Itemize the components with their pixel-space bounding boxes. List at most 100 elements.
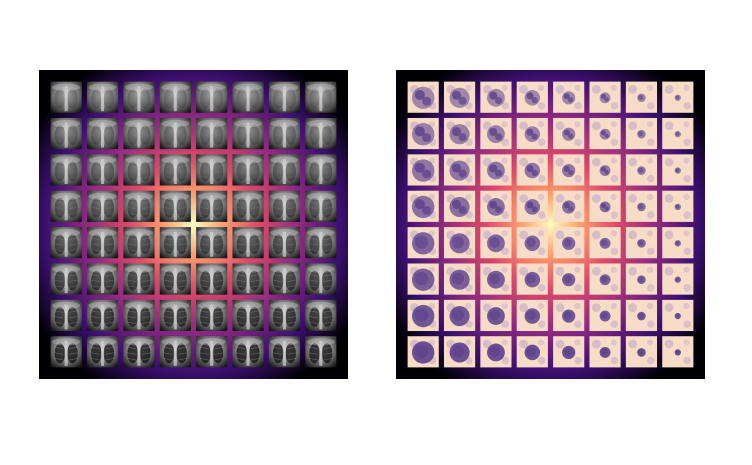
- thumbnail-tile: [123, 154, 155, 186]
- thumbnail-tile: [268, 336, 301, 368]
- thumbnail-tile: [662, 117, 694, 150]
- thumbnail-tile: [305, 190, 337, 222]
- thumbnail-tile: [232, 81, 264, 113]
- thumbnail-tile: [516, 117, 548, 150]
- thumbnail-tile: [305, 117, 337, 150]
- thumbnail-tile: [589, 263, 621, 295]
- cell-thumbnail-grid: [396, 70, 705, 379]
- thumbnail-tile: [86, 190, 119, 222]
- thumbnail-tile: [480, 263, 512, 295]
- thumbnail-tile: [553, 117, 585, 150]
- thumbnail-tile: [50, 263, 82, 295]
- thumbnail-tile: [553, 299, 585, 332]
- thumbnail-tile: [516, 227, 548, 259]
- thumbnail-tile: [50, 117, 82, 150]
- thumbnail-tile: [123, 336, 155, 368]
- thumbnail-tile: [123, 81, 155, 113]
- xray-thumbnail-grid: [39, 70, 348, 379]
- thumbnail-tile: [123, 299, 155, 332]
- thumbnail-tile: [443, 190, 476, 222]
- thumbnail-tile: [123, 190, 155, 222]
- thumbnail-tile: [662, 299, 694, 332]
- thumbnail-tile: [625, 227, 658, 259]
- heatmap-background: [396, 70, 705, 379]
- thumbnail-tile: [443, 81, 476, 113]
- thumbnail-tile: [50, 336, 82, 368]
- thumbnail-tile: [407, 299, 439, 332]
- thumbnail-tile: [553, 336, 585, 368]
- thumbnail-tile: [480, 117, 512, 150]
- thumbnail-tile: [159, 263, 191, 295]
- thumbnail-tile: [516, 263, 548, 295]
- thumbnail-tile: [443, 336, 476, 368]
- thumbnail-tile: [196, 299, 228, 332]
- thumbnail-tile: [589, 299, 621, 332]
- thumbnail-tile: [407, 227, 439, 259]
- thumbnail-tile: [86, 117, 119, 150]
- thumbnail-tile: [553, 263, 585, 295]
- thumbnail-tile: [196, 190, 228, 222]
- thumbnail-tile: [123, 227, 155, 259]
- thumbnail-tile: [86, 263, 119, 295]
- thumbnail-tile: [625, 117, 658, 150]
- thumbnail-tile: [305, 263, 337, 295]
- thumbnail-tile: [196, 117, 228, 150]
- thumbnail-tile: [268, 190, 301, 222]
- thumbnail-tile: [589, 117, 621, 150]
- thumbnail-tile: [232, 190, 264, 222]
- thumbnail-tile: [625, 299, 658, 332]
- thumbnail-tile: [232, 263, 264, 295]
- thumbnail-tile: [662, 190, 694, 222]
- thumbnail-tile: [232, 227, 264, 259]
- thumbnail-tile: [589, 227, 621, 259]
- thumbnail-tile: [50, 154, 82, 186]
- thumbnail-tile: [553, 81, 585, 113]
- thumbnail-tile: [516, 299, 548, 332]
- thumbnail-tile: [86, 81, 119, 113]
- thumbnail-tile: [159, 190, 191, 222]
- thumbnail-tile: [305, 336, 337, 368]
- thumbnail-tile: [196, 336, 228, 368]
- thumbnail-tile: [407, 190, 439, 222]
- thumbnail-tile: [232, 336, 264, 368]
- thumbnail-tile: [159, 336, 191, 368]
- thumbnail-tile: [662, 263, 694, 295]
- thumbnail-tile: [662, 81, 694, 113]
- thumbnail-tile: [305, 299, 337, 332]
- thumbnail-tile: [480, 154, 512, 186]
- thumbnail-tile: [159, 299, 191, 332]
- thumbnail-tile: [86, 336, 119, 368]
- thumbnail-tile: [480, 81, 512, 113]
- thumbnail-tile: [407, 263, 439, 295]
- thumbnail-tile: [86, 227, 119, 259]
- thumbnail-tile: [86, 154, 119, 186]
- thumbnail-tile: [516, 81, 548, 113]
- thumbnail-tile: [196, 81, 228, 113]
- thumbnail-tile: [305, 154, 337, 186]
- thumbnail-tile: [159, 81, 191, 113]
- thumbnail-tile: [196, 227, 228, 259]
- thumbnail-tile: [443, 154, 476, 186]
- thumbnail-tile: [443, 299, 476, 332]
- thumbnail-tile: [50, 81, 82, 113]
- thumbnail-tile: [305, 227, 337, 259]
- thumbnail-tile: [50, 299, 82, 332]
- thumbnail-tile: [662, 154, 694, 186]
- thumbnail-tile: [50, 190, 82, 222]
- thumbnail-tile: [407, 117, 439, 150]
- thumbnail-tile: [268, 299, 301, 332]
- thumbnail-tile: [268, 263, 301, 295]
- thumbnail-tile: [662, 336, 694, 368]
- thumbnail-tile: [625, 263, 658, 295]
- xray-heatmap-panel: [39, 70, 348, 379]
- thumbnail-tile: [480, 336, 512, 368]
- thumbnail-tile: [268, 81, 301, 113]
- thumbnail-tile: [407, 336, 439, 368]
- thumbnail-tile: [662, 227, 694, 259]
- thumbnail-tile: [516, 336, 548, 368]
- thumbnail-tile: [480, 227, 512, 259]
- thumbnail-tile: [443, 117, 476, 150]
- thumbnail-tile: [625, 154, 658, 186]
- thumbnail-tile: [86, 299, 119, 332]
- thumbnail-tile: [516, 154, 548, 186]
